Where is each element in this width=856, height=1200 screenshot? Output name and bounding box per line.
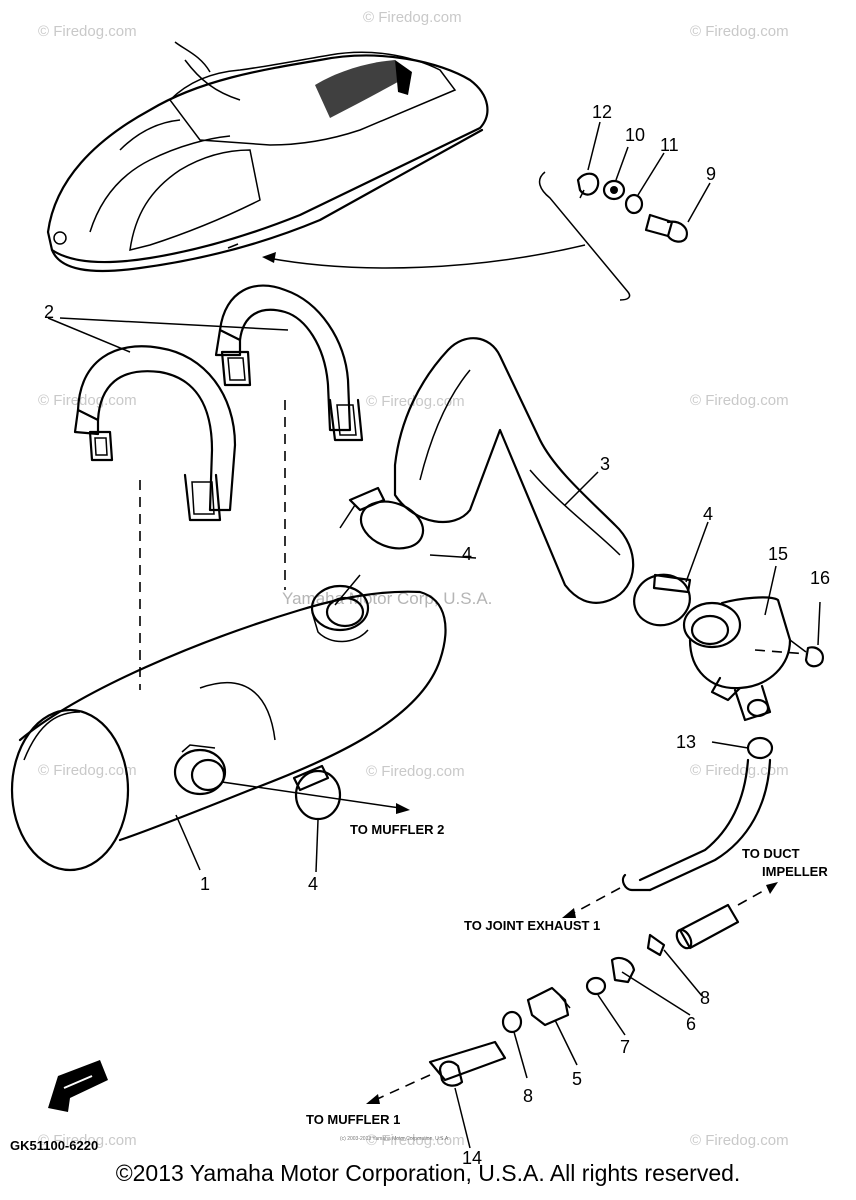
watermark-firedog: © Firedog.com <box>690 23 789 40</box>
outlet-pipe <box>428 1040 507 1087</box>
watermark-firedog: © Firedog.com <box>690 762 789 779</box>
callout-4: 4 <box>462 544 472 564</box>
callout-9: 9 <box>706 164 716 184</box>
dashed-guide <box>569 887 621 916</box>
hose-clamp <box>292 764 342 821</box>
dashed-guide <box>374 1074 431 1101</box>
watermark-firedog: © Firedog.com <box>690 1132 789 1149</box>
destination-labels: TO MUFFLER 2 TO DUCT IMPELLER TO JOINT E… <box>306 822 828 1127</box>
callout-5: 5 <box>572 1069 582 1089</box>
callout-13: 13 <box>676 732 696 752</box>
watermark-firedog: © Firedog.com <box>38 1132 137 1149</box>
leader-line <box>267 244 586 269</box>
hose-clamp <box>633 573 692 627</box>
label-impeller: IMPELLER <box>762 864 828 879</box>
part-code: GK51100-6220 <box>10 1138 98 1153</box>
watermark-firedog: © Firedog.com <box>366 763 465 780</box>
callout-11: 11 <box>660 135 679 155</box>
muffler-body <box>10 584 447 872</box>
dashed-guide <box>754 649 809 655</box>
callout-10: 10 <box>625 125 645 145</box>
leader-arrow <box>262 252 276 263</box>
direction-arrow <box>366 1094 380 1104</box>
callout-8: 8 <box>523 1086 533 1106</box>
callout-12: 12 <box>592 102 612 122</box>
small-copyright: (c) 2003-2013 Yamaha Motor Corporation, … <box>340 1136 450 1142</box>
callout-7: 7 <box>620 1037 630 1057</box>
direction-arrow <box>396 803 410 814</box>
callout-leaders <box>175 121 821 1149</box>
bracket-line <box>538 171 631 301</box>
dashed-guide <box>737 885 773 906</box>
callout-14: 14 <box>462 1148 482 1168</box>
hose-clamp <box>339 486 425 550</box>
watermark-firedog: © Firedog.com <box>366 393 465 410</box>
callout-6: 6 <box>686 1014 696 1034</box>
watermark-firedog: © Firedog.com <box>38 762 137 779</box>
watermark-firedog: © Firedog.com <box>38 392 137 409</box>
callout-4: 4 <box>703 504 713 524</box>
muffler-band <box>73 345 237 522</box>
label-to-muffler-2: TO MUFFLER 2 <box>350 822 444 837</box>
impeller-pipe <box>675 903 740 950</box>
fwd-arrow-icon <box>48 1060 108 1112</box>
leader-line <box>221 781 401 809</box>
exhaust-hose <box>393 337 635 604</box>
hardware-group-9-12 <box>576 172 688 243</box>
drain-hose <box>621 736 774 892</box>
callout-15: 15 <box>768 544 788 564</box>
callout-16: 16 <box>810 568 830 588</box>
callout-1: 1 <box>200 874 210 894</box>
callout-8: 8 <box>700 988 710 1008</box>
watermark-firedog: © Firedog.com <box>363 9 462 26</box>
muffler-band <box>214 284 364 442</box>
label-to-duct: TO DUCT <box>742 846 800 861</box>
fitting-group <box>501 933 666 1034</box>
direction-arrow <box>766 882 778 894</box>
watercraft-illustration <box>46 41 489 273</box>
watermarks: © Firedog.com © Firedog.com © Firedog.co… <box>38 9 789 1149</box>
watermark-firedog: © Firedog.com <box>690 392 789 409</box>
callout-numbers: 1 2 3 4 4 4 5 6 7 8 8 9 10 11 12 13 14 1… <box>44 102 830 1168</box>
copyright-footer: ©2013 Yamaha Motor Corporation, U.S.A. A… <box>115 1160 741 1186</box>
label-to-muffler-1: TO MUFFLER 1 <box>306 1112 400 1127</box>
label-to-joint-exhaust-1: TO JOINT EXHAUST 1 <box>464 918 600 933</box>
direction-arrow <box>562 908 576 918</box>
watermark-firedog: © Firedog.com <box>38 23 137 40</box>
watermark-yamaha: Yamaha Motor Corp, U.S.A. <box>282 589 492 608</box>
exhaust-joint <box>682 596 824 722</box>
callout-3: 3 <box>600 454 610 474</box>
leader-line <box>59 317 289 331</box>
leader-line <box>47 317 131 353</box>
watermark-firedog: © Firedog.com <box>366 1132 465 1149</box>
callout-4: 4 <box>308 874 318 894</box>
callout-2: 2 <box>44 302 54 322</box>
